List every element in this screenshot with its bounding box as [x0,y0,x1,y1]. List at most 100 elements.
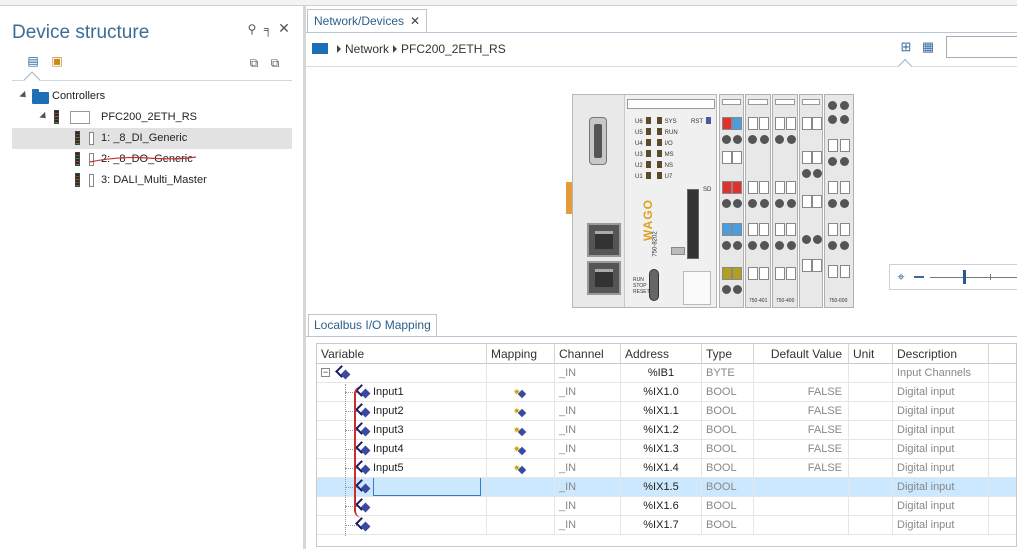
default-value-cell[interactable] [754,364,849,383]
variable-cell[interactable]: Input5 [317,459,487,478]
channel-cell: _IN [555,440,621,459]
variable-cell[interactable] [317,478,487,497]
tree-connector [345,449,357,450]
io-module-5[interactable]: 750-600 [824,94,854,308]
variable-cell[interactable]: Input3 [317,421,487,440]
io-module-2[interactable]: 750-401 [745,94,771,308]
unit-cell [849,459,893,478]
fit-view-icon[interactable]: ⌖ [897,269,905,284]
unit-cell [849,421,893,440]
tab-network-devices[interactable]: Network/Devices✕ [307,9,428,32]
io-module-1[interactable] [719,94,744,308]
column-header-variable[interactable]: Variable [317,344,487,364]
column-header-channel[interactable]: Channel [555,344,621,364]
module-checkbox[interactable] [89,132,94,145]
column-header-address[interactable]: Address [621,344,702,364]
default-value-cell[interactable]: FALSE [754,402,849,421]
column-header-default-value[interactable]: Default Value [754,344,849,364]
expand-arrow-icon[interactable] [19,90,29,101]
default-value-cell[interactable] [754,497,849,516]
close-icon[interactable]: ✕ [278,20,290,36]
tree-item-controllers[interactable]: Controllers [12,86,292,107]
mapping-cell[interactable] [487,497,555,516]
pin-icon[interactable]: ╕ [263,22,273,36]
expand-arrow-icon[interactable] [39,111,49,122]
default-value-cell[interactable]: FALSE [754,383,849,402]
topology-view-icon[interactable]: ⊞ [900,39,912,54]
mapping-cell[interactable] [487,383,555,402]
address-cell: %IX1.4 [621,459,702,478]
mapping-cell[interactable] [487,459,555,478]
description-cell: Input Channels [893,364,989,383]
io-module-4[interactable] [799,94,823,308]
column-header-mapping[interactable]: Mapping [487,344,555,364]
search-icon[interactable]: ⚲ [247,22,257,36]
variable-cell[interactable]: Input4 [317,440,487,459]
expand-all-icon[interactable]: ⧉ [249,56,259,70]
tab-localbus-io-mapping[interactable]: Localbus I/O Mapping [308,314,437,336]
mapping-cell[interactable] [487,364,555,383]
column-header-description[interactable]: Description [893,344,989,364]
zoom-out-icon[interactable] [914,276,924,278]
breadcrumb-device[interactable]: PFC200_2ETH_RS [401,42,506,56]
breadcrumb-network[interactable]: Network [345,42,390,56]
mapping-cell[interactable] [487,440,555,459]
module-checkbox[interactable] [89,153,94,166]
default-value-cell[interactable]: FALSE [754,459,849,478]
variable-cell[interactable] [317,516,487,535]
tab-strip-line [306,336,1017,337]
ethernet-port-2-icon [587,261,621,295]
mapping-cell[interactable] [487,402,555,421]
variable-cell[interactable] [317,497,487,516]
device-checkbox[interactable] [70,111,90,124]
panel-splitter[interactable] [303,6,306,549]
product-view-icon[interactable]: ▣ [51,54,63,68]
tree-item-module-1[interactable]: 1: _8_DI_Generic [12,128,292,149]
zoom-slider-track[interactable] [930,277,1017,278]
collapse-all-icon[interactable]: ⧉ [270,56,280,70]
variable-name: Input2 [373,405,404,417]
description-cell: Digital input [893,497,989,516]
variable-cell[interactable]: − [317,364,487,383]
default-value-cell[interactable] [754,478,849,497]
variable-name: Input5 [373,462,404,474]
mapping-cell[interactable] [487,478,555,497]
tree-item-module-3[interactable]: 3: DALI_Multi_Master [12,170,292,191]
divider [306,66,1017,67]
type-cell: BOOL [702,459,754,478]
zoom-slider-thumb[interactable] [963,270,966,284]
address-cell: %IX1.1 [621,402,702,421]
input-variable-icon [357,519,371,531]
default-value-cell[interactable]: FALSE [754,421,849,440]
variable-cell[interactable]: Input2 [317,402,487,421]
column-header-unit[interactable]: Unit [849,344,893,364]
search-input[interactable] [946,36,1017,58]
device-view-icon[interactable]: ▤ [27,54,39,68]
default-value-cell[interactable]: FALSE [754,440,849,459]
column-header-type[interactable]: Type [702,344,754,364]
io-module-3[interactable]: 750-400 [772,94,798,308]
table-view-icon[interactable]: ▦ [921,39,935,54]
collapse-icon[interactable]: − [321,367,330,377]
device-structure-panel: Device structure ⚲ ╕ ✕ ▤ ▣ ⧉ ⧉ Controlle… [0,6,303,549]
mapping-cell[interactable] [487,516,555,535]
tree-item-device[interactable]: PFC200_2ETH_RS [12,107,292,128]
module-checkbox[interactable] [89,174,94,187]
variable-cell[interactable]: Input1 [317,383,487,402]
mapping-cell[interactable] [487,421,555,440]
tree-item-module-2[interactable]: 2: _8_DO_Generic [12,149,292,170]
variable-edit-input[interactable] [373,478,481,496]
close-tab-icon[interactable]: ✕ [410,14,421,28]
default-value-cell[interactable] [754,516,849,535]
